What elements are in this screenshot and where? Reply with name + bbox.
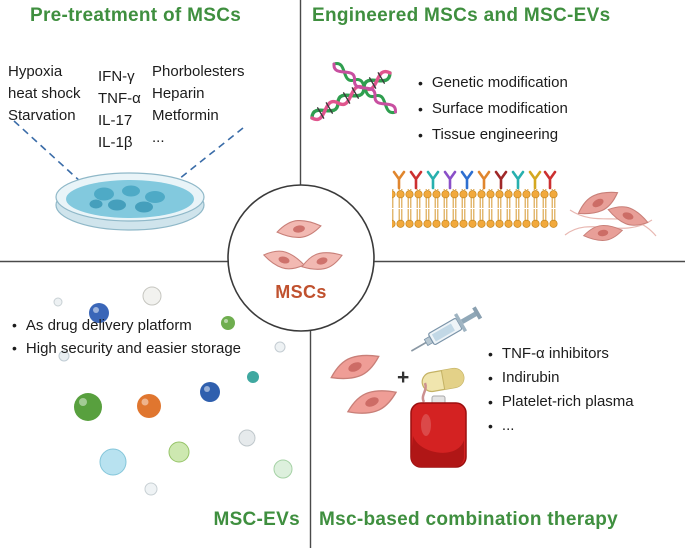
- center-circle: [227, 184, 375, 332]
- factor-item: IL-1β: [98, 134, 133, 151]
- title-pretreatment: Pre-treatment of MSCs: [30, 5, 242, 26]
- bullet-item: Indirubin: [488, 366, 634, 390]
- factor-item: Hypoxia: [8, 63, 63, 80]
- bullet-item: Genetic modification: [418, 70, 568, 96]
- dashed-connector-lines: [13, 120, 244, 184]
- bullet-item: Tissue engineering: [418, 122, 568, 148]
- factor-item: Phorbolesters: [152, 63, 245, 80]
- lipid-membrane-icon: [392, 189, 558, 228]
- engineered-bullet-list: Genetic modification Surface modificatio…: [418, 70, 568, 148]
- factor-item: IFN-γ: [98, 68, 135, 85]
- bullet-item: As drug delivery platform: [12, 314, 241, 337]
- combination-cells-icon: [326, 346, 401, 422]
- bullet-item: TNF-α inhibitors: [488, 342, 634, 366]
- title-combination: Msc-based combination therapy: [319, 509, 619, 530]
- factor-item: heat shock: [8, 85, 81, 102]
- vesicles-icon: [53, 286, 293, 496]
- drug-factors-column: Phorbolesters Heparin Metformin ...: [152, 61, 245, 149]
- cytokine-factors-column: IFN-γ TNF-α IL-17 IL-1β: [98, 66, 141, 154]
- syringe-icon: [410, 306, 483, 352]
- ecm-cells-icon: [564, 184, 657, 244]
- bullet-item: Platelet-rich plasma: [488, 390, 634, 414]
- stress-factors-column: Hypoxia heat shock Starvation: [8, 61, 81, 127]
- factor-item: Metformin: [152, 107, 219, 124]
- factor-item: TNF-α: [98, 90, 141, 107]
- bullet-item: Surface modification: [418, 96, 568, 122]
- mscs-label: MSCs: [275, 282, 327, 302]
- combination-bullet-list: TNF-α inhibitors Indirubin Platelet-rich…: [488, 342, 634, 438]
- title-engineered: Engineered MSCs and MSC-EVs: [312, 5, 611, 26]
- factor-item: ...: [152, 129, 165, 146]
- bullet-item: ...: [488, 414, 634, 438]
- factor-item: Starvation: [8, 107, 76, 124]
- pill-icon: [421, 367, 465, 393]
- petri-dish-icon: [55, 172, 205, 231]
- msc-evs-bullet-list: As drug delivery platform High security …: [12, 314, 241, 360]
- factor-item: IL-17: [98, 112, 133, 129]
- dna-icon: [310, 62, 397, 122]
- bullet-item: High security and easier storage: [12, 337, 241, 360]
- plus-sign: +: [397, 366, 410, 389]
- factor-item: Heparin: [152, 85, 205, 102]
- blood-bag-icon: [410, 382, 467, 468]
- title-msc-evs: MSC-EVs: [213, 509, 300, 530]
- membrane-receptors-icon: [392, 170, 557, 190]
